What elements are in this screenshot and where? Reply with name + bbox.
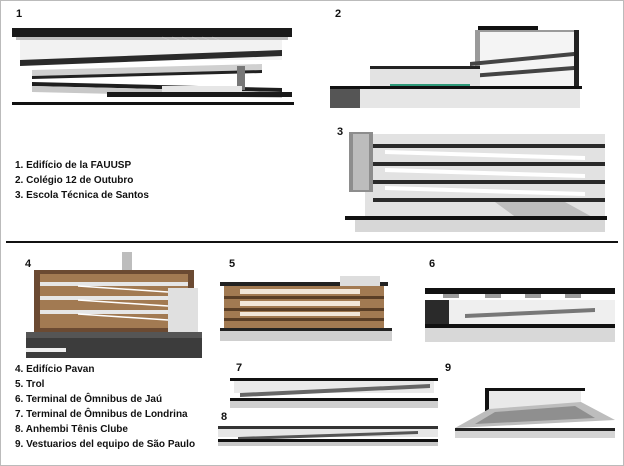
section-number-5: 5 bbox=[229, 258, 236, 270]
legend-item: 7. Terminal de Ômnibus de Londrina bbox=[15, 409, 188, 420]
section-number-2: 2 bbox=[335, 8, 342, 20]
legend-item: 6. Terminal de Ômnibus de Jaú bbox=[15, 394, 163, 405]
section-drawing-pavan bbox=[26, 252, 202, 358]
section-number-4: 4 bbox=[25, 258, 32, 270]
legend-item: 4. Edifício Pavan bbox=[15, 364, 95, 375]
legend-top: 1. Edifício de la FAUUSP 2. Colégio 12 d… bbox=[15, 158, 149, 203]
legend-item: 5. Trol bbox=[15, 379, 45, 390]
legend-item: 9. Vestuarios del equipo de São Paulo bbox=[15, 439, 196, 450]
legend-item: 2. Colégio 12 de Outubro bbox=[15, 175, 134, 186]
legend-item: 1. Edifício de la FAUUSP bbox=[15, 160, 132, 171]
section-drawing-vestuarios bbox=[455, 388, 615, 438]
legend-item: 8. Anhembi Tênis Clube bbox=[15, 424, 128, 435]
section-drawing-escola bbox=[345, 132, 607, 232]
section-drawing-londrina bbox=[230, 378, 438, 408]
section-number-8: 8 bbox=[221, 411, 228, 423]
section-number-7: 7 bbox=[236, 362, 243, 374]
section-number-3: 3 bbox=[337, 126, 344, 138]
section-drawing-trol bbox=[220, 276, 392, 341]
section-drawing-anhembi bbox=[218, 426, 438, 446]
section-number-9: 9 bbox=[445, 362, 452, 374]
section-number-6: 6 bbox=[429, 258, 436, 270]
legend-bottom: 4. Edifício Pavan 5. Trol 6. Terminal de… bbox=[15, 362, 195, 452]
legend-item: 3. Escola Técnica de Santos bbox=[15, 190, 149, 201]
section-divider bbox=[6, 241, 618, 243]
section-drawing-fauusp bbox=[12, 28, 294, 105]
section-drawing-jau bbox=[425, 288, 615, 342]
section-number-1: 1 bbox=[16, 8, 23, 20]
section-drawing-colegio bbox=[330, 26, 582, 108]
